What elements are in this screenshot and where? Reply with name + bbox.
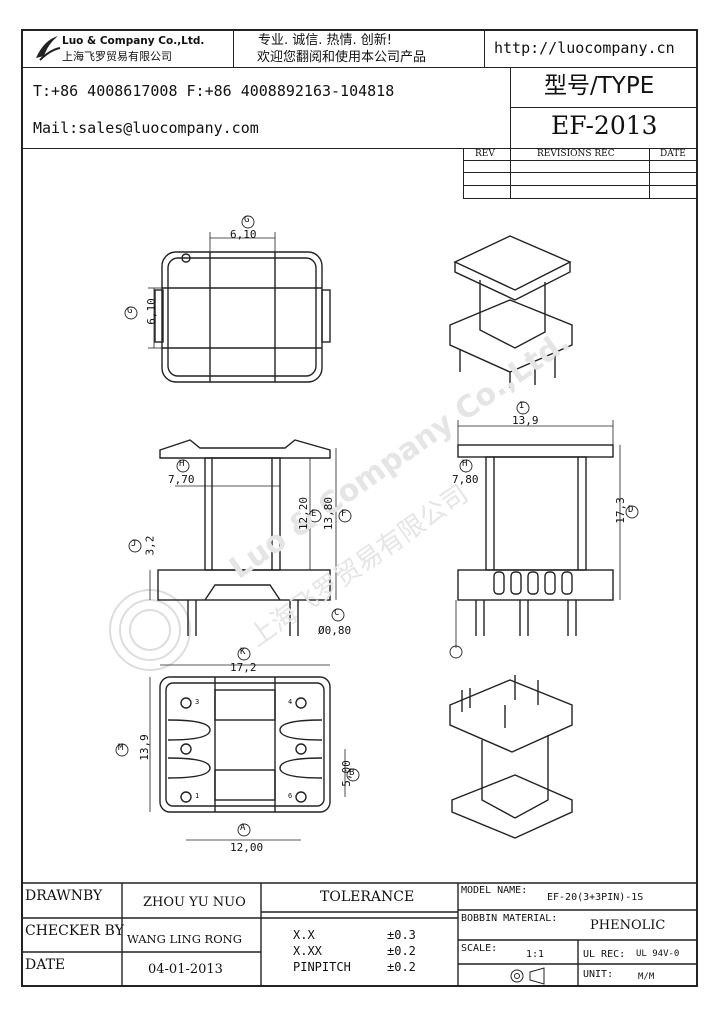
header-divider (21, 67, 698, 68)
tol-value: ±0.2 (387, 944, 416, 958)
dim-letter-b: B (349, 768, 355, 778)
bobbin-value: PHENOLIC (590, 918, 666, 933)
model-number: EF-2013 (551, 111, 658, 140)
slogan-line-1: 专业. 诚信. 热情. 创新! (258, 33, 393, 48)
pin-label: 3 (195, 698, 200, 706)
dim-letter-a: A (240, 823, 246, 833)
rev-col-date: DATE (660, 149, 686, 159)
rev-table-sep1 (510, 148, 511, 198)
unit-label: UNIT: (583, 969, 614, 980)
phone-fax: T:+86 4008617008 F:+86 4008892163-104818 (33, 82, 395, 100)
dim-letter-g2: G (127, 306, 133, 316)
tol-value: ±0.2 (387, 960, 416, 974)
scale-label: SCALE: (461, 943, 498, 954)
mail-address[interactable]: Mail:sales@luocompany.com (33, 119, 259, 137)
dim-value-g2: 6,10 (144, 298, 158, 325)
dim-value-k: 17,2 (230, 661, 257, 674)
rev-table-sep2 (649, 148, 650, 198)
dim-letter-h2: H (462, 459, 468, 469)
dim-value-d: 17,3 (613, 497, 627, 524)
company-name-cn: 上海飞罗贸易有限公司 (62, 50, 172, 63)
rev-col-desc: REVISIONS REC (537, 149, 615, 159)
drawnby-label: DRAWNBY (25, 888, 103, 904)
dim-letter-f: F (341, 509, 347, 519)
dim-letter-h: H (179, 459, 185, 469)
ulrec-label: UL REC: (583, 949, 626, 960)
header-sep-1 (233, 29, 234, 67)
scale-value: 1:1 (526, 949, 545, 960)
model-name-value: EF-20(3+3PIN)-1S (547, 892, 644, 903)
dim-value-f: 13,80 (322, 496, 336, 531)
rev-table-left (463, 148, 464, 198)
rev-table-row (463, 185, 698, 186)
dim-value-h-left: 7,70 (168, 473, 195, 486)
dim-letter-j: J (131, 539, 137, 549)
dim-value-m: 13,9 (137, 734, 151, 761)
dim-value-a: 12,00 (230, 841, 264, 854)
drawnby-value: ZHOU YU NUO (143, 895, 246, 910)
header-sep-2 (484, 29, 485, 67)
rev-table-row (463, 160, 698, 161)
dim-value-e: 12,20 (297, 496, 311, 531)
rev-table-row (463, 172, 698, 173)
dim-letter-i: I (519, 401, 525, 411)
header-bottom-line (21, 148, 698, 149)
unit-value: M/M (638, 972, 655, 982)
tol-value: ±0.3 (387, 928, 416, 942)
checker-label: CHECKER BY (25, 923, 124, 939)
tol-key: PINPITCH (293, 960, 351, 974)
type-label: 型号/TYPE (544, 73, 655, 99)
dim-value-c: Ø0,80 (318, 624, 352, 637)
dim-letter-e: E (311, 509, 317, 519)
dim-value-h-right: 7,80 (452, 473, 479, 486)
pin-label: 4 (288, 698, 293, 706)
dim-value-i: 13,9 (512, 414, 539, 427)
dim-value-j: 3,2 (143, 535, 157, 556)
model-name-label: MODEL NAME: (461, 885, 528, 896)
ulrec-value: UL 94V-0 (636, 949, 680, 959)
type-divider (510, 107, 698, 108)
tolerance-label: TOLERANCE (320, 889, 415, 905)
dim-letter-m: M (118, 743, 124, 753)
dim-letter-d: D (628, 505, 634, 515)
date-label: DATE (25, 957, 66, 973)
slogan-line-2: 欢迎您翻阅和使用本公司产品 (257, 50, 427, 65)
pin-label: 1 (195, 792, 200, 800)
drawing-frame (21, 29, 698, 987)
tol-key: X.X (293, 928, 315, 942)
pin-label: 6 (288, 792, 293, 800)
tol-key: X.XX (293, 944, 322, 958)
date-value: 04-01-2013 (148, 962, 223, 977)
checker-value: WANG LING RONG (127, 932, 242, 946)
dim-letter-k: K (240, 647, 246, 657)
dim-letter-g: G (244, 215, 250, 225)
website-link[interactable]: http://luocompany.cn (494, 39, 675, 57)
dim-value-g: 6,10 (230, 228, 257, 241)
bobbin-label: BOBBIN MATERIAL: (461, 913, 558, 924)
company-name-en: Luo & Company Co.,Ltd. (62, 35, 205, 47)
rev-table-row (463, 198, 698, 199)
dim-letter-c: C (334, 608, 340, 618)
rev-col-rev: REV (475, 149, 495, 159)
